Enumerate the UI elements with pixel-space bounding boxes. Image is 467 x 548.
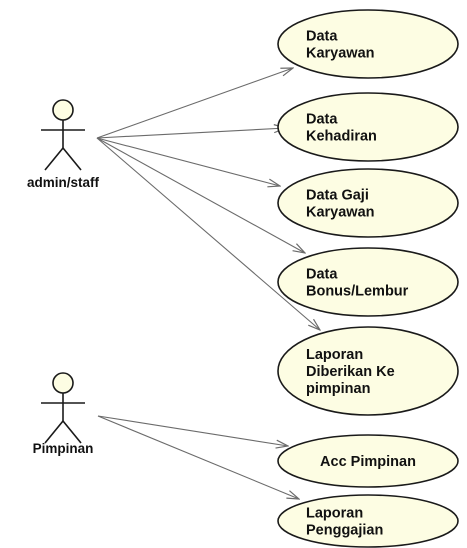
use-case-ellipse	[277, 247, 459, 317]
actor-head	[52, 99, 74, 121]
association-arrow-admin-uc3	[96, 137, 280, 186]
use-case-ellipse	[277, 326, 459, 416]
use-case-ellipse	[277, 434, 459, 488]
use-case-label-line: Data Gaji	[306, 188, 369, 204]
use-case-label-line: Data	[306, 29, 338, 45]
use-case-label-line: Bonus/Lembur	[306, 284, 409, 300]
actor-right-leg	[62, 147, 82, 171]
actor-label: Pimpinan	[33, 441, 94, 456]
use-case-label-line: Laporan	[306, 347, 363, 363]
actor-admin: admin/staff	[27, 99, 100, 190]
actor-label: admin/staff	[27, 175, 100, 190]
use-case-label-line: Karyawan	[306, 205, 375, 221]
use-case-label-line: Data	[306, 267, 338, 283]
use-case-label-line: Penggajian	[306, 523, 383, 539]
association-layer	[96, 68, 320, 499]
use-case-label-line: Diberikan Ke	[306, 364, 395, 380]
use-case-label-line: Kehadiran	[306, 129, 377, 145]
use-case-label-line: Laporan	[306, 506, 363, 522]
association-arrow-admin-uc4	[96, 137, 305, 253]
actor-left-leg	[44, 420, 64, 444]
use-case-label-line: Karyawan	[306, 46, 375, 62]
use-case-label-line: Acc Pimpinan	[320, 454, 416, 470]
use-case-label-line: Data	[306, 112, 338, 128]
use-case-label-line: pimpinan	[306, 381, 370, 397]
use-case-ellipse	[277, 494, 459, 548]
use-case-uc6[interactable]: Acc Pimpinan	[277, 434, 459, 488]
actor-left-leg	[44, 147, 64, 171]
actor-head	[52, 372, 74, 394]
association-arrow-admin-uc5	[96, 137, 320, 330]
association-arrow-admin-uc1	[96, 68, 293, 139]
use-case-ellipse	[277, 168, 459, 238]
association-arrow-pimpinan-uc7	[97, 415, 299, 499]
actor-right-leg	[62, 420, 82, 444]
association-arrow-pimpinan-uc6	[97, 415, 288, 446]
use-case-ellipse	[277, 9, 459, 79]
use-case-ellipse	[277, 92, 459, 162]
actor-pimpinan: Pimpinan	[33, 372, 94, 456]
association-arrow-admin-uc2	[96, 128, 286, 139]
